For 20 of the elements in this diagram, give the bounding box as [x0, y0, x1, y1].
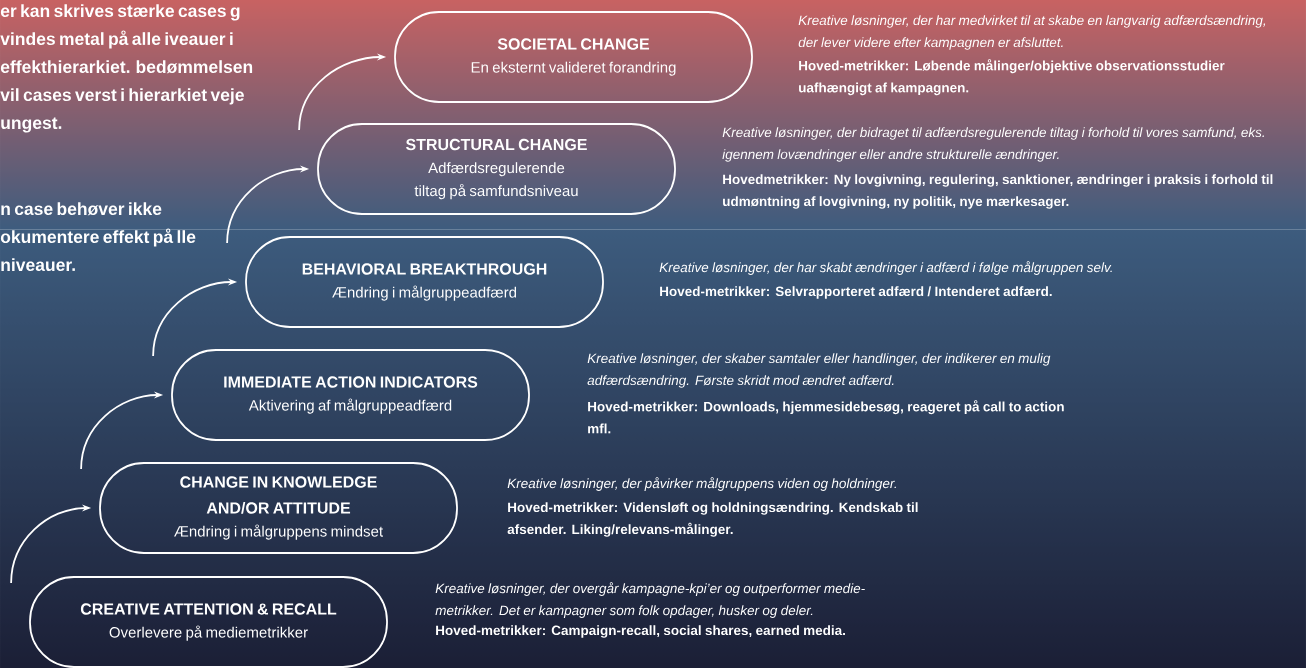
metrics-text: Hoved-metrikker: Vidensløft og holdningsændring. Kendskab til afsender. Liking/relevans-målinger. [507, 502, 918, 537]
stage-box: BEHAVIORAL BREAKTHROUGH Ændring i målgruppeadfærd [245, 236, 604, 328]
metrics-text: Hovedmetrikker: Ny lovgivning, regulering, sanktioner, ændringer i praksis i forhold til udmøntning af lovgivning, ny politik, nye mærkesager. [723, 174, 1273, 209]
description-text: Kreative løsninger, der har medvirket til at skabe en langvarig adfærdsændring, der lever videre efter kampagnen er afsluttet. [798, 15, 1266, 50]
metrics-text: Hoved-metrikker: Campaign-recall, social shares, earned media. [436, 625, 845, 638]
note-text: er kan skrives stærke cases g vindes metal på alle iveauer i effekthierarkiet. bedømmelsen vil cases verst i hierarkiet veje ungest. [0, 4, 253, 133]
description-text: Kreative løsninger, der skaber samtaler eller handlinger, der indikerer en mulig adfærdsændring. Første skridt mod ændret adfærd. [587, 353, 1051, 388]
description-text: Kreative løsninger, der påvirker målgruppens viden og holdninger. [507, 477, 897, 491]
stage-box: CREATIVE ATTENTION & RECALL Overlevere på mediemetrikker [29, 576, 388, 668]
metrics-text: Hoved-metrikker: Downloads, hjemmesidebesøg, reageret på call to action mfl. [588, 400, 1064, 434]
metrics-text: Hoved-metrikker: Løbende målinger/objektive observationsstudier uafhængigt af kampagnen. [799, 59, 1225, 96]
stage-box: IMMEDIATE ACTION INDICATORS Aktivering af målgruppeadfærd [171, 349, 530, 441]
stage-box: STRUCTURAL CHANGE Adfærdsregulerende tiltag på samfundsniveau [317, 123, 676, 215]
description-text: Kreative løsninger, der bidraget til adfærdsregulerende tiltag i forhold til vores samfund, eks. igennem lovændringer eller andre strukturelle ændringer. [722, 127, 1264, 162]
description-text: Kreative løsninger, der har skabt ændringer i adfærd i følge målgruppen selv. [659, 261, 1112, 275]
note-text: n case behøver ikke okumentere effekt på lle niveauer. [0, 202, 196, 272]
stage-box: CHANGE IN KNOWLEDGE AND/OR ATTITUDE Ændring i målgruppens mindset [99, 462, 458, 554]
metrics-text: Hoved-metrikker: Selvrapporteret adfærd / Intenderet adfærd. [660, 286, 1052, 299]
stage-box: SOCIETAL CHANGE En eksternt valideret forandring [394, 11, 753, 103]
description-text: Kreative løsninger, der overgår kampagne-kpi’er og outperformer medie-metrikker. Det er kampagner som folk opdager, husker og deler. [435, 582, 865, 618]
